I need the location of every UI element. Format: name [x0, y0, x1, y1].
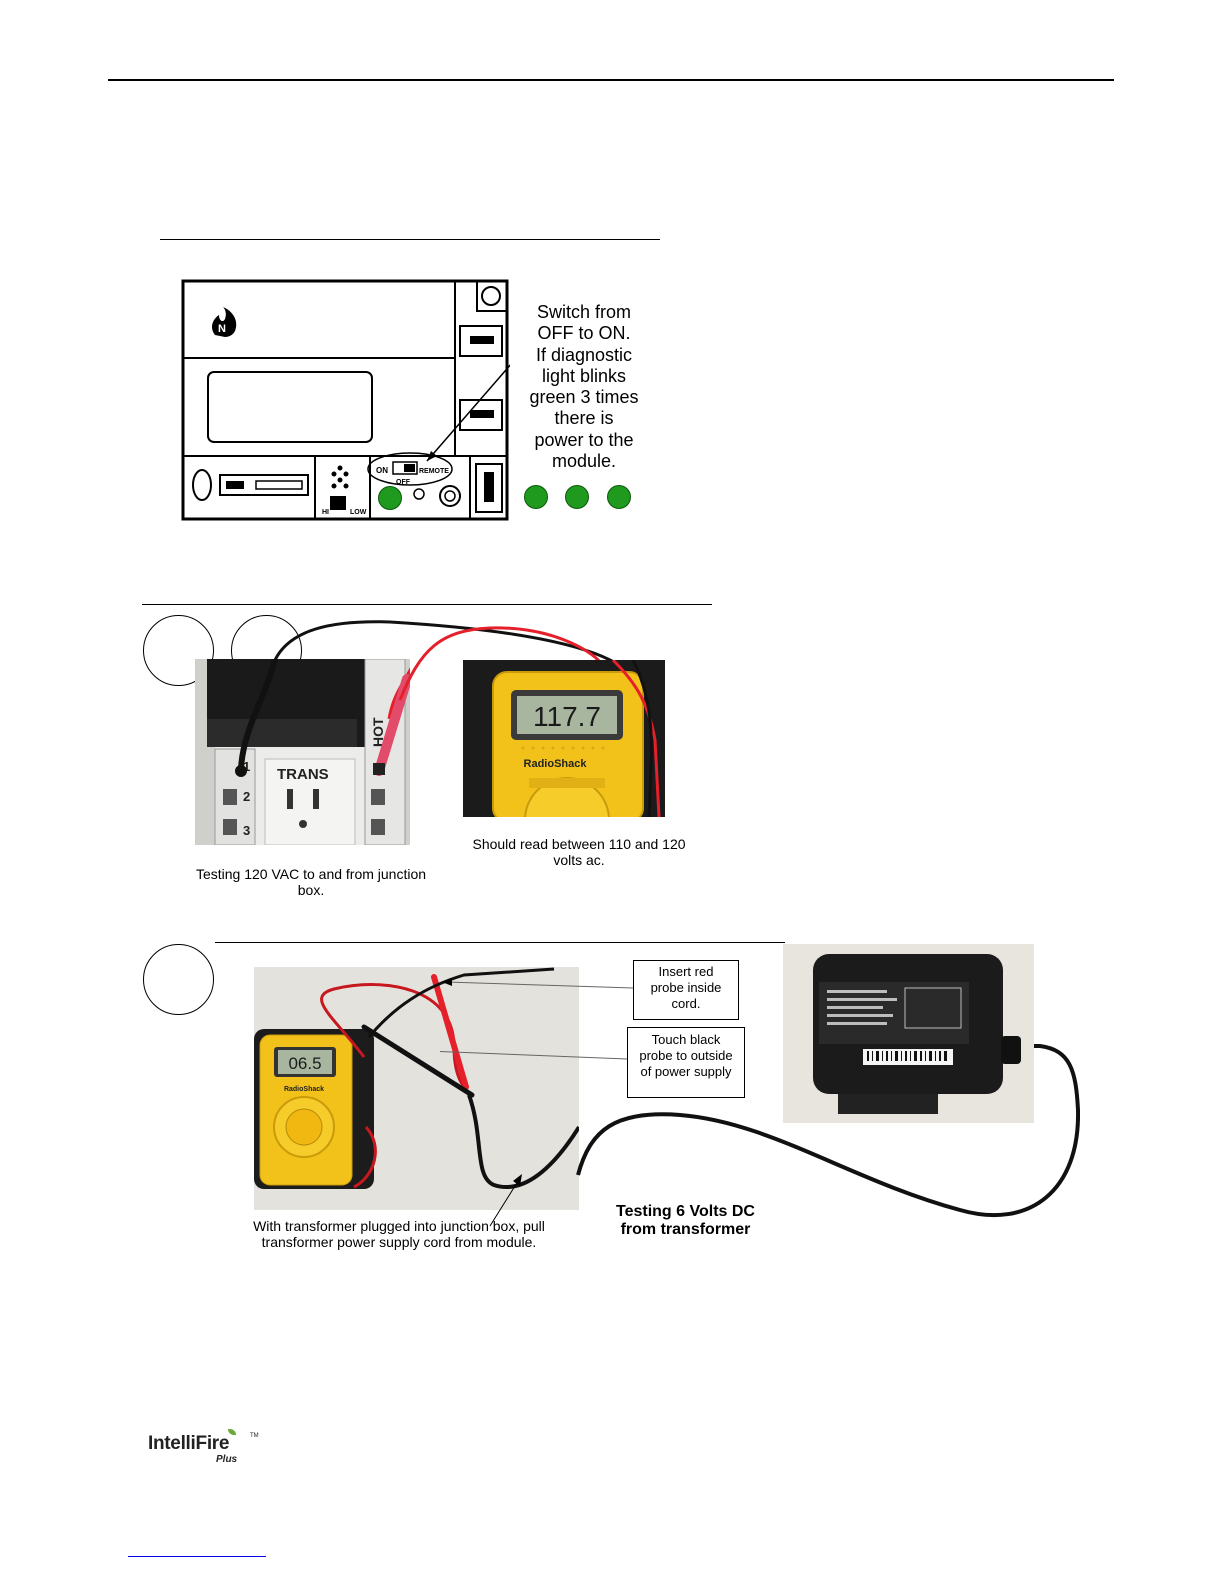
hi-label: HI: [322, 509, 329, 516]
logo-tm: TM: [250, 1433, 259, 1439]
logo-sub-text: Plus: [216, 1454, 238, 1465]
callout-line: there is: [554, 408, 614, 429]
intellifire-logo: IntelliFire TM Plus: [148, 1429, 263, 1469]
callout-black-probe: Touch black probe to outside of power su…: [627, 1027, 745, 1098]
meter-dc-reading: 06.5: [288, 1054, 321, 1073]
junction-box-photo: TRANS 1 2 3 1 2 3 HOT: [195, 659, 410, 845]
logo-main-text: IntelliFire: [148, 1433, 230, 1454]
dc-test-photo: 06.5 RadioShack: [254, 967, 579, 1210]
callout-line: Insert red: [658, 964, 714, 979]
hot-label: HOT: [370, 717, 386, 747]
callout-line: green 3 times: [529, 387, 639, 408]
trans-label: TRANS: [277, 766, 329, 783]
title-line: from transformer: [620, 1221, 751, 1238]
caption-line: Should read between 110 and 120: [472, 836, 686, 852]
step-circle: [143, 944, 214, 1015]
callout-red-probe: Insert red probe inside cord.: [633, 960, 739, 1020]
section-rule-dc: [215, 942, 785, 943]
module-flame-icon: N: [205, 305, 245, 341]
callout-line: light blinks: [541, 365, 627, 386]
meter-ac-caption: Should read between 110 and 120 volts ac…: [470, 836, 688, 868]
multimeter-ac-photo: 117.7 RadioShack: [463, 660, 665, 817]
switch-on-label: ON: [376, 466, 388, 475]
callout-line: power to the: [534, 429, 634, 450]
header-rule: [108, 79, 1114, 81]
caption-line: volts ac.: [553, 852, 605, 868]
footer-link-underline: [128, 1556, 266, 1557]
terminal-number: 2: [243, 789, 250, 804]
caption-line: With transformer plugged into junction b…: [253, 1218, 545, 1234]
low-label: LOW: [350, 509, 367, 516]
title-line: Testing 6 Volts DC: [616, 1203, 755, 1220]
blink-led-2: [565, 485, 589, 509]
step-circle: [143, 615, 214, 686]
section-rule-ac: [142, 604, 712, 605]
callout-line: If diagnostic: [535, 344, 633, 365]
blink-led-1: [524, 485, 548, 509]
dc-caption: With transformer plugged into junction b…: [240, 1218, 558, 1250]
caption-line: box.: [297, 882, 325, 898]
section-rule-module: [160, 239, 660, 240]
callout-line: cord.: [671, 996, 701, 1011]
diagnostic-led: [378, 486, 402, 510]
dc-test-title: Testing 6 Volts DC from transformer: [598, 1203, 773, 1239]
terminal-number: 1: [243, 759, 250, 774]
svg-text:N: N: [218, 323, 226, 335]
caption-line: Testing 120 VAC to and from junction: [195, 866, 427, 882]
terminal-number: 3: [243, 823, 250, 838]
blink-led-3: [607, 485, 631, 509]
callout-line: of power supply: [640, 1064, 732, 1079]
meter-ac-reading: 117.7: [533, 701, 601, 732]
callout-line: OFF to ON.: [537, 323, 631, 344]
caption-line: transformer power supply cord from modul…: [261, 1234, 537, 1250]
dc-cord-and-arrows: [440, 978, 1080, 1227]
callout-line: module.: [551, 451, 617, 472]
switch-off-label: OFF: [396, 479, 411, 486]
module-diagram: HI LOW ON REMOTE OFF: [180, 278, 526, 523]
module-callout: Switch from OFF to ON. If diagnostic lig…: [518, 302, 650, 472]
callout-line: probe inside: [650, 980, 722, 995]
meter-dc-brand: RadioShack: [284, 1086, 324, 1093]
callout-line: probe to outside: [639, 1048, 733, 1063]
callout-line: Switch from: [536, 302, 632, 322]
junction-caption: Testing 120 VAC to and from junction box…: [195, 866, 427, 898]
callout-line: Touch black: [651, 1032, 721, 1047]
meter-ac-brand: RadioShack: [524, 758, 588, 770]
leaf-icon: [228, 1429, 236, 1435]
transformer-photo: [783, 944, 1034, 1123]
switch-remote-label: REMOTE: [419, 468, 449, 475]
